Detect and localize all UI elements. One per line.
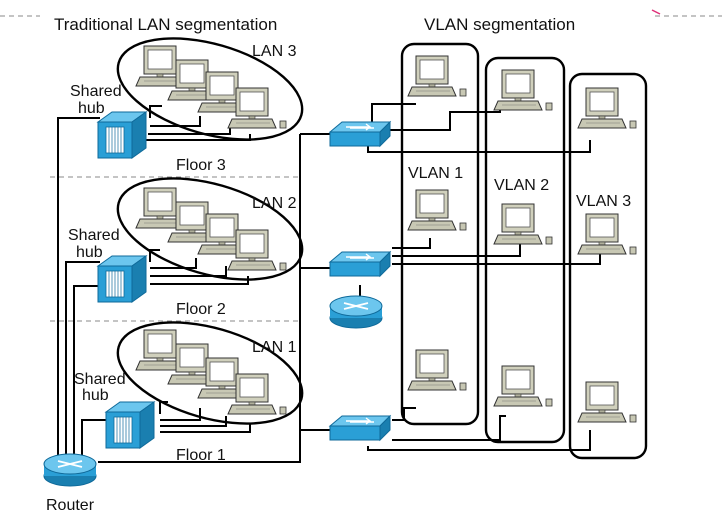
router-vlan [329,295,383,329]
vlan1-box [400,42,480,426]
router-icon [43,453,97,487]
switch-top [329,121,391,147]
shared-hub-floor1 [105,401,155,449]
vlan3-label: VLAN 3 [576,193,631,210]
shared-hub-floor3 [97,111,147,159]
traditional-title: Traditional LAN segmentation [54,15,277,34]
vlan2-computers [493,69,553,407]
vlan1-computers [407,55,467,391]
floor2-label: Floor 2 [176,301,226,318]
floor1-label: Floor 1 [176,447,226,464]
lan2-label: LAN 2 [252,195,297,212]
lan1-ellipse [116,321,304,425]
vlan1-label: VLAN 1 [408,165,463,182]
lan3-ellipse [116,37,304,141]
hub3-label-line1: Shared [70,83,122,100]
floor3-label: Floor 3 [176,157,226,174]
vlan2-box [484,56,566,444]
hub2-label-line1: Shared [68,227,120,244]
lan-groups [116,37,304,425]
lan2-ellipse [116,177,304,281]
lan1-label: LAN 1 [252,339,297,356]
hub3-label-line2: hub [78,100,105,117]
vlan3-computers [577,87,637,423]
switch-bottom [329,415,391,441]
vlan2-label: VLAN 2 [494,177,549,194]
vlan-groups [400,42,648,460]
shared-hub-floor2 [97,255,147,303]
lan3-label: LAN 3 [252,43,297,60]
vlan3-box [568,72,648,460]
cursor-mark [651,9,661,15]
vlan-title: VLAN segmentation [424,15,575,34]
hub1-label-line1: Shared [74,371,126,388]
switch-middle [329,251,391,277]
hub2-label-line2: hub [76,244,103,261]
router-label: Router [46,497,95,514]
hub1-label-line2: hub [82,387,109,404]
floor-separators [0,15,722,322]
wiring [57,103,601,463]
